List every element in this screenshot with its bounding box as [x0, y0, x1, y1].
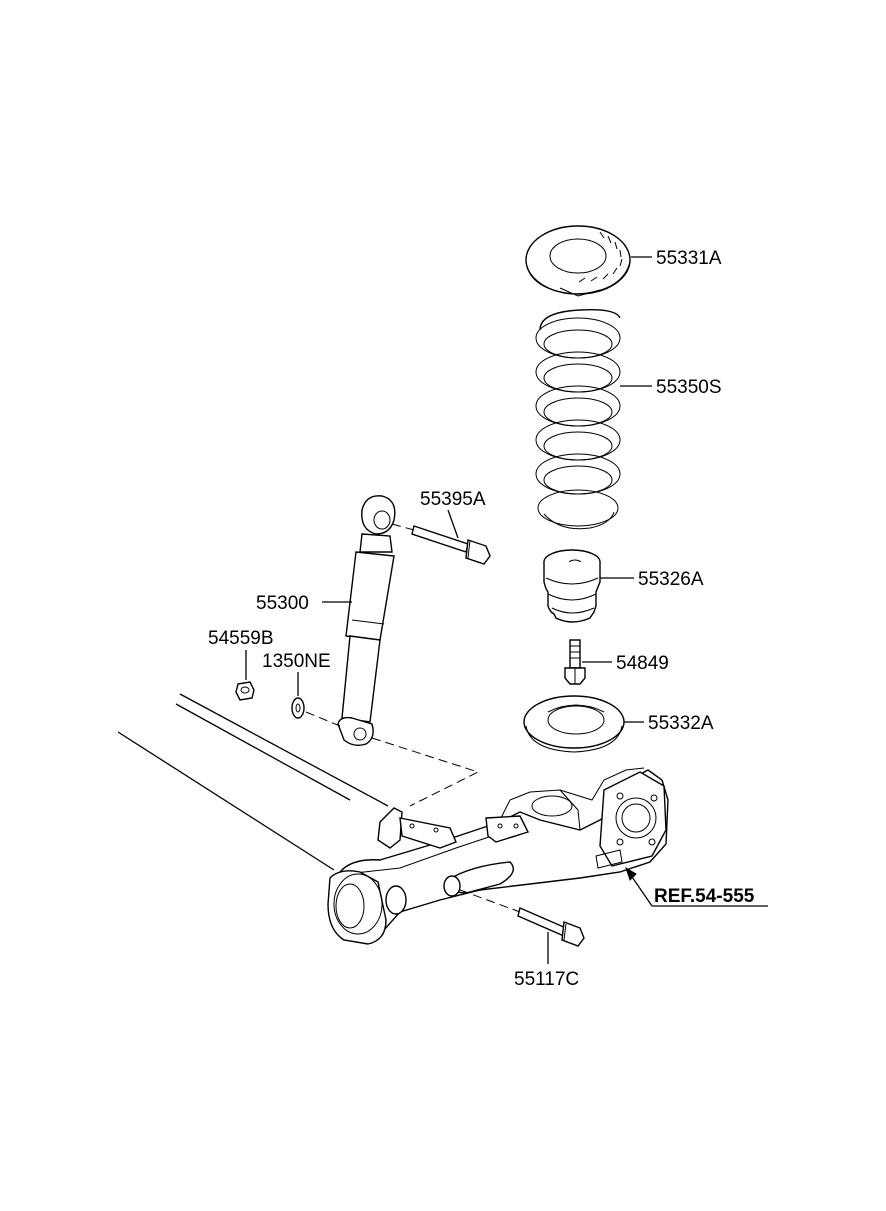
label-55332A: 55332A — [648, 713, 714, 734]
coil-spring — [535, 308, 621, 530]
nut — [235, 681, 255, 701]
reference-arrow — [625, 866, 768, 907]
shock-absorber — [337, 495, 396, 747]
label-54559B: 54559B — [208, 628, 274, 649]
label-55326A: 55326A — [638, 569, 704, 590]
label-reference: REF.54-555 — [654, 886, 755, 907]
axle-bolt — [459, 889, 585, 947]
label-55395A: 55395A — [420, 489, 486, 510]
label-55300: 55300 — [256, 593, 309, 614]
bump-stopper — [543, 549, 601, 623]
label-55350S: 55350S — [656, 377, 722, 398]
lower-spring-pad — [523, 695, 625, 753]
leader-55395A — [447, 509, 459, 539]
shock-bolt — [391, 523, 491, 565]
label-55331A: 55331A — [656, 248, 722, 269]
label-55117C: 55117C — [514, 969, 579, 990]
upper-spring-pad — [525, 225, 631, 297]
washer-dash — [305, 711, 341, 727]
rear-axle-beam — [117, 693, 669, 945]
washer — [291, 697, 305, 719]
label-1350NE: 1350NE — [262, 651, 331, 672]
bolt-54849 — [564, 639, 586, 685]
label-54849: 54849 — [616, 653, 669, 674]
